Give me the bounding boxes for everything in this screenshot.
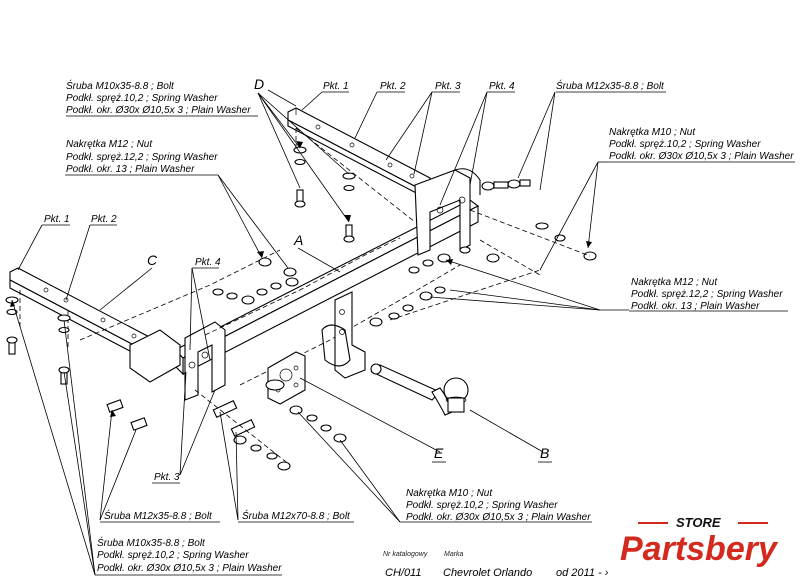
label-line: Podkł. spręż.10,2 ; Spring Washer (609, 139, 761, 150)
point-marker: Pkt. 1 (323, 81, 349, 92)
logo-brand-text: Partsbery (620, 530, 779, 568)
catalog-nr-value: CH/011 (385, 567, 421, 579)
point-marker: Pkt. 4 (489, 81, 515, 92)
bracket-c (9, 249, 281, 383)
label-line: Podkł. spręż.10,2 ; Spring Washer (97, 550, 249, 561)
point-marker: Pkt. 2 (380, 81, 406, 92)
letter-e: E (434, 445, 444, 461)
point-marker: Pkt. 4 (195, 257, 221, 268)
catalog-date-value: od 2011 - › (556, 567, 609, 579)
label-nut-m12-right: Nakrętka M12 ; Nut Podkł. spręż.12,2 ; S… (629, 277, 788, 312)
logo-store-text: STORE (676, 515, 721, 530)
label-bolt-m12x35-bottom: Śruba M12x35-8.8 ; Bolt (100, 509, 220, 523)
label-line: Śruba M10x35-8.8 ; Bolt (66, 79, 175, 92)
hardware-right-upper (469, 179, 597, 276)
socket-plate-e (265, 351, 306, 405)
point-marker: Pkt. 3 (435, 81, 461, 92)
label-line: Nakrętka M12 ; Nut (66, 139, 153, 150)
catalog-marka-label: Marka (444, 551, 464, 558)
label-line: Podkł. okr. 13 ; Plain Washer (631, 301, 760, 312)
label-bolt-m12x70-bottom: Śruba M12x70-8.8 ; Bolt (238, 509, 354, 523)
drop-plate (321, 291, 366, 379)
letter-c: C (147, 252, 158, 268)
label-line: Śruba M12x70-8.8 ; Bolt (242, 509, 351, 522)
label-bolt-m10-bottom: Śruba M10x35-8.8 ; Bolt Podkł. spręż.10,… (95, 536, 282, 576)
bracket-d (287, 107, 431, 223)
label-line: Podkł. spręż.12,2 ; Spring Washer (66, 152, 218, 163)
arrowheads (10, 141, 592, 417)
partsbery-logo: STORE Partsbery (620, 515, 779, 568)
letter-d: D (254, 76, 264, 92)
main-beam-a (174, 168, 481, 401)
point-marker: Pkt. 1 (44, 214, 70, 225)
catalog-block: Nr katalogowy Marka CH/011 Chevrolet Orl… (383, 551, 609, 579)
label-line: Podkł. okr. Ø30x Ø10,5x 3 ; Plain Washer (406, 512, 591, 523)
letter-a: A (293, 232, 303, 248)
part-letters: D A C B E (147, 76, 552, 463)
label-line: Podkł. spręż.10,2 ; Spring Washer (66, 93, 218, 104)
hardware-left-upper (212, 257, 299, 305)
label-line: Nakrętka M10 ; Nut (609, 127, 696, 138)
letter-b: B (540, 445, 549, 461)
catalog-marka-value: Chevrolet Orlando (443, 567, 532, 579)
label-line: Podkł. okr. Ø30x Ø10,5x 3 ; Plain Washer (66, 105, 251, 116)
label-bolt-m10-top: Śruba M10x35-8.8 ; Bolt Podkł. spręż.10,… (66, 79, 258, 117)
label-line: Podkł. okr. Ø30x Ø10,5x 3 ; Plain Washer (97, 563, 282, 574)
label-line: Śruba M12x35-8.8 ; Bolt (556, 79, 665, 92)
label-line: Podkł. okr. Ø30x Ø10,5x 3 ; Plain Washer (609, 151, 794, 162)
label-nut-m12-left: Nakrętka M12 ; Nut Podkł. spręż.12,2 ; S… (66, 139, 218, 175)
bolts-under-bracket-c (5, 296, 71, 385)
hardware-bottom (106, 389, 347, 471)
leader-lines (11, 89, 629, 576)
label-line: Śruba M10x35-8.8 ; Bolt (97, 536, 206, 549)
label-line: Podkł. okr. 13 ; Plain Washer (66, 164, 195, 175)
label-line: Nakrętka M12 ; Nut (631, 277, 718, 288)
label-line: Nakrętka M10 ; Nut (406, 488, 493, 499)
catalog-nr-label: Nr katalogowy (383, 551, 428, 558)
point-marker: Pkt. 2 (91, 214, 117, 225)
label-line: Śruba M12x35-8.8 ; Bolt (104, 509, 213, 522)
label-nut-m10-right: Nakrętka M10 ; Nut Podkł. spręż.10,2 ; S… (607, 127, 795, 163)
point-marker: Pkt. 3 (154, 472, 180, 483)
ball-neck-b (370, 363, 469, 416)
label-line: Podkł. spręż.10,2 ; Spring Washer (406, 500, 558, 511)
bolts-under-bracket-d (293, 146, 356, 243)
label-bolt-m12-top: Śruba M12x35-8.8 ; Bolt (556, 79, 666, 93)
point-markers: Pkt. 1 Pkt. 2 Pkt. 3 Pkt. 4 Pkt. 1 Pkt. … (42, 81, 515, 484)
label-line: Podkł. spręż.12,2 ; Spring Washer (631, 289, 783, 300)
label-nut-m10-bottom: Nakrętka M10 ; Nut Podkł. spręż.10,2 ; S… (400, 488, 592, 523)
